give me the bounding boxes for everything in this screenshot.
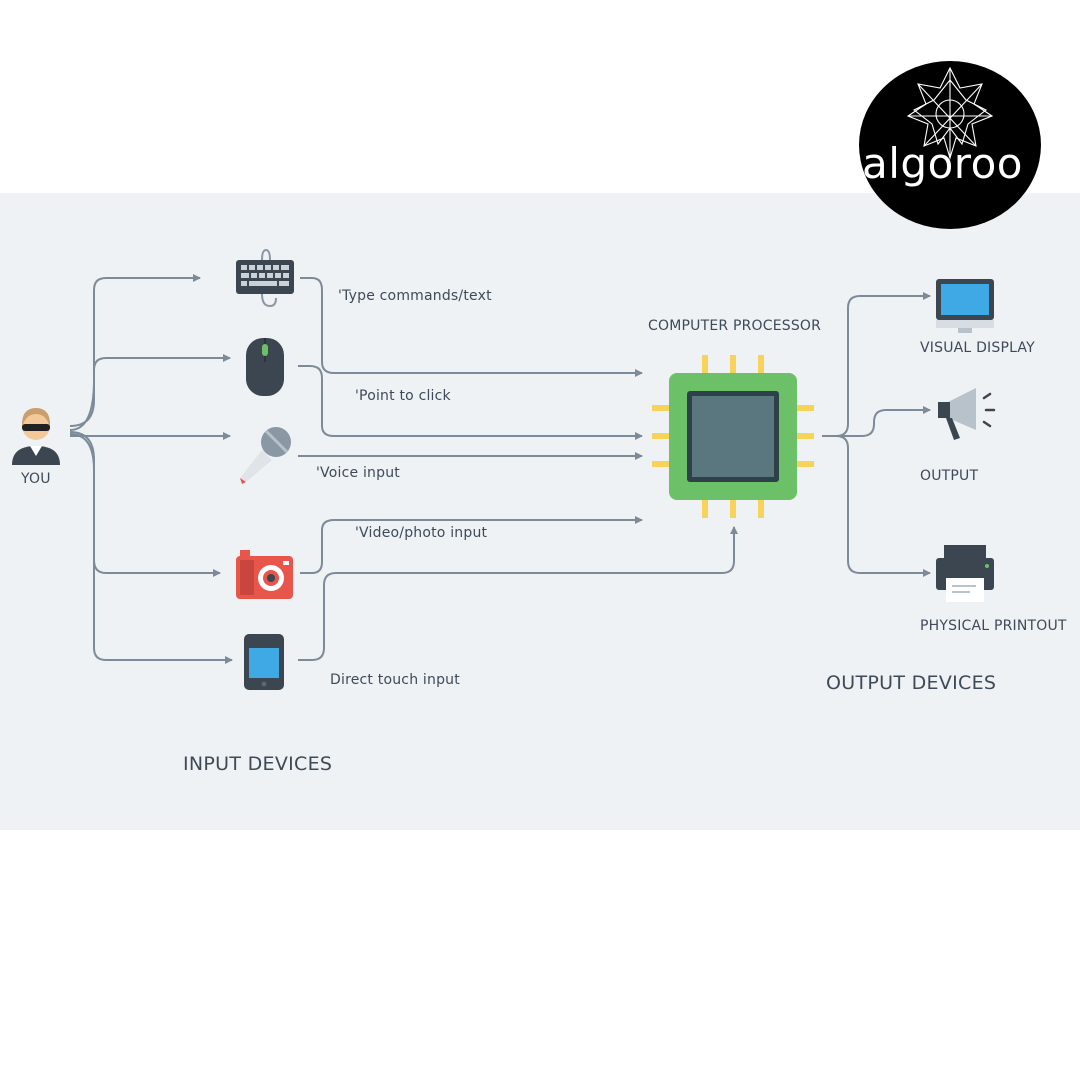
- diagram-panel: [0, 193, 1080, 830]
- algoroo-logo: [859, 61, 1041, 229]
- output-devices-title: OUTPUT DEVICES: [826, 672, 997, 694]
- camera-icon: [236, 550, 293, 599]
- user-label: YOU: [21, 471, 51, 487]
- megaphone-icon: [938, 388, 996, 440]
- output-label: OUTPUT: [920, 468, 979, 484]
- video-photo-input-label: 'Video/photo input: [355, 525, 488, 541]
- tablet-icon: [244, 634, 284, 690]
- inputs-to-processor-connectors: [298, 277, 738, 661]
- direct-touch-input-label: Direct touch input: [330, 672, 460, 688]
- voice-input-label: 'Voice input: [316, 465, 400, 481]
- monitor-icon: [936, 279, 994, 333]
- visual-display-label: VISUAL DISPLAY: [920, 340, 1035, 356]
- keyboard-icon: [236, 248, 294, 308]
- mouse-icon: [246, 338, 284, 396]
- physical-printout-label: PHYSICAL PRINTOUT: [920, 618, 1067, 634]
- type-commands-label: 'Type commands/text: [338, 288, 492, 304]
- user-to-inputs-connectors: [69, 274, 233, 664]
- processor-to-outputs-connectors: [822, 292, 931, 577]
- point-to-click-label: 'Point to click: [355, 388, 451, 404]
- processor-chip-icon: [652, 355, 814, 518]
- input-devices-title: INPUT DEVICES: [183, 753, 333, 775]
- microphone-icon: [240, 427, 291, 484]
- logo-text: algoroo: [862, 139, 1023, 188]
- person-icon: [12, 408, 60, 465]
- computer-processor-label: COMPUTER PROCESSOR: [648, 318, 822, 334]
- printer-icon: [936, 545, 994, 602]
- logo-text-clip: algoroo: [859, 61, 1041, 229]
